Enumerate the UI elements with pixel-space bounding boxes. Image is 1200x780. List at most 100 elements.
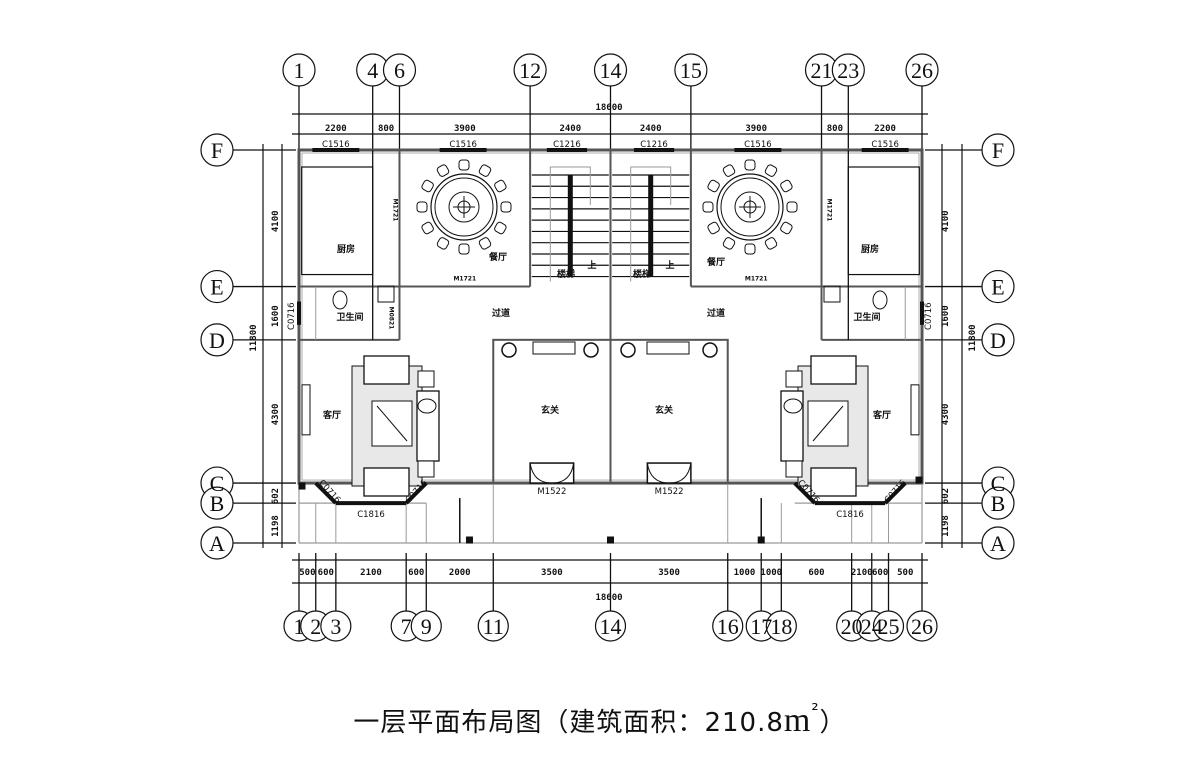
axis-label-left: A — [209, 531, 225, 556]
side-table — [417, 370, 435, 388]
axis-bubble — [200, 269, 234, 304]
toilet — [332, 290, 348, 310]
dim-bottom: 500 — [299, 568, 315, 578]
dining-chair — [421, 179, 434, 193]
plant-pot — [583, 342, 599, 358]
plant-pot — [620, 342, 636, 358]
dining-chair — [494, 179, 507, 193]
washing-machine — [823, 285, 841, 303]
door-label-dining: M1721 — [745, 276, 768, 283]
stair-handrail — [648, 174, 654, 278]
dining-chair — [780, 221, 793, 235]
dining-chair — [722, 164, 736, 177]
axis-label-top: 12 — [519, 58, 541, 83]
dining-chair — [722, 237, 736, 250]
sofa-top — [363, 355, 410, 385]
axis-label-bottom: 2 — [310, 614, 321, 639]
dining-chair — [500, 201, 512, 213]
room-label-corridor: 过道 — [492, 307, 510, 319]
stair-handrail — [567, 174, 573, 278]
entry-door-label: M1522 — [537, 487, 566, 497]
coffee-table-diagonal — [812, 405, 844, 442]
armchair — [417, 398, 437, 414]
window-label-top: C1216 — [553, 140, 581, 150]
dim-bottom-total: 18600 — [595, 593, 622, 603]
caption-title: 一层平面布局图（建筑面积： — [353, 708, 705, 738]
caption-area: 210.8 — [704, 708, 784, 738]
dim-bottom: 3500 — [658, 568, 680, 578]
dining-chair — [702, 201, 714, 213]
living-set — [780, 355, 869, 497]
axis-bubble — [712, 610, 744, 642]
axis-label-top: 15 — [680, 58, 702, 83]
kitchen-counter — [301, 166, 374, 276]
axis-bubble — [906, 610, 938, 642]
axis-label-left: C — [210, 471, 225, 496]
room-label-kitchen: 厨房 — [337, 243, 355, 255]
column — [607, 536, 614, 544]
axis-label-right: C — [991, 471, 1006, 496]
dim-bottom: 3500 — [541, 568, 563, 578]
console-table — [532, 341, 576, 355]
dining-chair — [744, 243, 756, 255]
dim-bottom: 2100 — [360, 568, 382, 578]
room-label-living: 客厅 — [322, 409, 341, 421]
bay-window-label-front: C1816 — [836, 510, 864, 520]
door-swing — [529, 462, 552, 484]
window-label-top: C1516 — [449, 140, 477, 150]
axis-label-bottom: 20 — [841, 614, 863, 639]
axis-bubble — [674, 53, 708, 87]
dim-bottom: 1000 — [734, 568, 756, 578]
entry-door — [529, 462, 575, 484]
dining-chair — [707, 221, 720, 235]
axis-label-left: F — [211, 138, 223, 163]
plan-caption: 一层平面布局图（建筑面积：210.8m²） — [0, 700, 1200, 740]
axis-label-bottom: 1 — [294, 614, 305, 639]
axis-label-bottom: 25 — [878, 614, 900, 639]
axis-label-top: 4 — [367, 58, 378, 83]
dim-top: 800 — [827, 124, 843, 134]
caption-close: ） — [819, 708, 847, 738]
dim-top: 3900 — [745, 124, 767, 134]
axis-label-bottom: 24 — [861, 614, 883, 639]
dining-chair — [436, 164, 450, 177]
room-label-corridor: 过道 — [707, 307, 725, 319]
door-label-dining: M1721 — [453, 276, 476, 283]
column — [915, 476, 923, 484]
room-label-foyer: 玄关 — [541, 404, 559, 416]
window-label-top: C1216 — [640, 140, 668, 150]
dining-table — [430, 173, 498, 241]
dining-table-inner — [720, 177, 780, 237]
side-table — [417, 460, 435, 478]
dim-top: 2200 — [874, 124, 896, 134]
axis-label-top: 21 — [811, 58, 833, 83]
axis-bubble — [593, 53, 628, 87]
dim-bottom: 600 — [808, 568, 824, 578]
axis-label-bottom: 11 — [483, 614, 504, 639]
room-label-foyer: 玄关 — [655, 404, 673, 416]
dining-table-inner — [434, 177, 494, 237]
dining-chair — [458, 159, 470, 171]
coffee-table-diagonal — [376, 405, 408, 442]
axis-bubble — [981, 323, 1015, 357]
room-label-stair: 楼梯 — [557, 268, 575, 280]
axis-bubble — [831, 53, 865, 87]
window-label-top: C1516 — [322, 140, 350, 150]
stair-arrow — [630, 166, 672, 282]
entry-door — [646, 462, 692, 484]
axis-label-bottom: 26 — [911, 614, 933, 639]
dining-chair — [458, 243, 470, 255]
axis-label-left: E — [210, 275, 223, 300]
door-label-kitchen: M1721 — [826, 199, 833, 222]
axis-bubble — [410, 610, 442, 642]
dining-chair — [780, 179, 793, 193]
axis-label-bottom: 14 — [600, 614, 622, 639]
dim-bottom: 600 — [872, 568, 888, 578]
column — [465, 536, 473, 544]
dining-chair — [416, 201, 428, 213]
door-label-kitchen: M1721 — [391, 199, 398, 222]
dim-top: 2400 — [559, 124, 581, 134]
axis-label-top: 23 — [837, 58, 859, 83]
axis-label-left: D — [209, 328, 225, 353]
dim-side-left: 4300 — [271, 404, 281, 426]
